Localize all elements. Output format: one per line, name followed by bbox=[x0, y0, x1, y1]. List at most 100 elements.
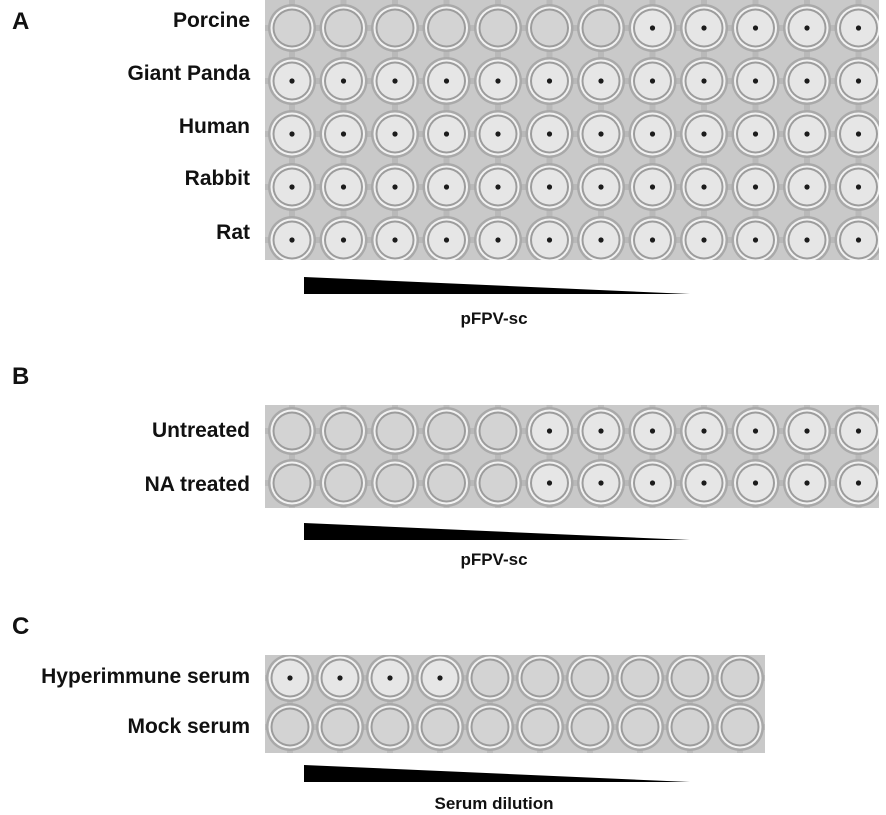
well bbox=[474, 110, 522, 158]
well bbox=[628, 459, 677, 507]
well-button-dot bbox=[649, 131, 656, 137]
well-button-dot bbox=[855, 428, 862, 434]
well bbox=[371, 407, 419, 455]
row-label-porcine: Porcine bbox=[172, 9, 250, 32]
well bbox=[577, 4, 625, 52]
plate-c-svg bbox=[265, 655, 765, 753]
well-button-dot bbox=[598, 237, 604, 243]
well-bottom bbox=[326, 413, 361, 449]
well bbox=[268, 459, 316, 507]
well bbox=[319, 163, 368, 211]
row-label-giant-panda: Giant Panda bbox=[127, 62, 250, 85]
well bbox=[731, 163, 780, 211]
well bbox=[834, 57, 879, 105]
plate-connector-v bbox=[701, 405, 707, 508]
well bbox=[680, 57, 728, 105]
well-button-dot bbox=[546, 78, 553, 84]
well-bottom bbox=[274, 413, 310, 449]
well-button-dot bbox=[392, 131, 398, 137]
well bbox=[319, 216, 368, 260]
well-button-dot bbox=[649, 480, 656, 486]
well-button-dot bbox=[546, 184, 553, 190]
well-button-dot bbox=[443, 78, 450, 84]
well-bottom bbox=[326, 10, 361, 46]
well-button-dot bbox=[289, 184, 295, 190]
well-bottom bbox=[472, 660, 508, 696]
well-button-dot bbox=[392, 237, 398, 243]
well-button-dot bbox=[598, 78, 604, 84]
well-button-dot bbox=[752, 237, 759, 243]
well bbox=[268, 163, 316, 211]
well bbox=[716, 703, 764, 751]
plate-connector-v bbox=[495, 405, 501, 508]
well-bottom bbox=[322, 709, 358, 745]
row-label-rabbit: Rabbit bbox=[184, 167, 250, 190]
row-label-untreated: Untreated bbox=[151, 419, 250, 442]
well-bottom bbox=[429, 465, 464, 501]
well bbox=[731, 110, 780, 158]
row-label-na-treated: NA treated bbox=[144, 473, 250, 496]
well bbox=[577, 216, 625, 260]
well bbox=[319, 110, 368, 158]
well bbox=[616, 655, 664, 702]
plate-connector-v bbox=[598, 405, 604, 508]
panel-letter-c: C bbox=[12, 613, 30, 640]
well bbox=[525, 459, 574, 507]
plate-connector-v bbox=[443, 405, 450, 508]
well bbox=[466, 703, 514, 751]
well-bottom bbox=[326, 465, 361, 501]
well bbox=[783, 4, 831, 52]
well bbox=[474, 407, 522, 455]
well-button-dot bbox=[546, 428, 553, 434]
well bbox=[516, 655, 564, 702]
well-button-dot bbox=[598, 428, 604, 434]
well-button-dot bbox=[289, 237, 295, 243]
well bbox=[680, 407, 728, 455]
well bbox=[628, 4, 677, 52]
well bbox=[371, 163, 419, 211]
well-button-dot bbox=[701, 237, 707, 243]
well bbox=[731, 459, 780, 507]
well-button-dot bbox=[340, 237, 347, 243]
well-bottom bbox=[583, 10, 619, 46]
well-button-dot bbox=[701, 428, 707, 434]
well bbox=[783, 216, 831, 260]
well-bottom bbox=[272, 709, 308, 745]
well-button-dot bbox=[649, 237, 656, 243]
well bbox=[680, 459, 728, 507]
plate-connector-h bbox=[265, 675, 765, 681]
well bbox=[628, 163, 677, 211]
well bbox=[474, 57, 522, 105]
well bbox=[577, 163, 625, 211]
well bbox=[319, 4, 368, 52]
well-bottom bbox=[522, 709, 558, 745]
well-bottom bbox=[472, 709, 508, 745]
well bbox=[525, 57, 574, 105]
well-bottom bbox=[480, 10, 516, 46]
gradient-wedge-c bbox=[304, 765, 690, 782]
well bbox=[416, 655, 464, 702]
well-button-dot bbox=[340, 131, 347, 137]
well-bottom bbox=[722, 709, 758, 745]
well bbox=[466, 655, 514, 702]
well-button-dot bbox=[855, 237, 862, 243]
well bbox=[577, 459, 625, 507]
well bbox=[474, 459, 522, 507]
gradient-label-c: Serum dilution bbox=[434, 794, 554, 813]
well bbox=[577, 407, 625, 455]
well bbox=[680, 110, 728, 158]
well bbox=[577, 57, 625, 105]
well bbox=[371, 216, 419, 260]
row-label-rat: Rat bbox=[216, 221, 250, 244]
well bbox=[422, 57, 471, 105]
well-button-dot bbox=[495, 184, 501, 190]
well-button-dot bbox=[598, 184, 604, 190]
well-button-dot bbox=[804, 131, 810, 137]
gradient-label-a: pFPV-sc bbox=[460, 309, 528, 328]
well bbox=[525, 163, 574, 211]
well bbox=[783, 163, 831, 211]
well bbox=[566, 703, 614, 751]
well-bottom bbox=[672, 709, 708, 745]
well bbox=[783, 110, 831, 158]
well bbox=[666, 703, 714, 751]
